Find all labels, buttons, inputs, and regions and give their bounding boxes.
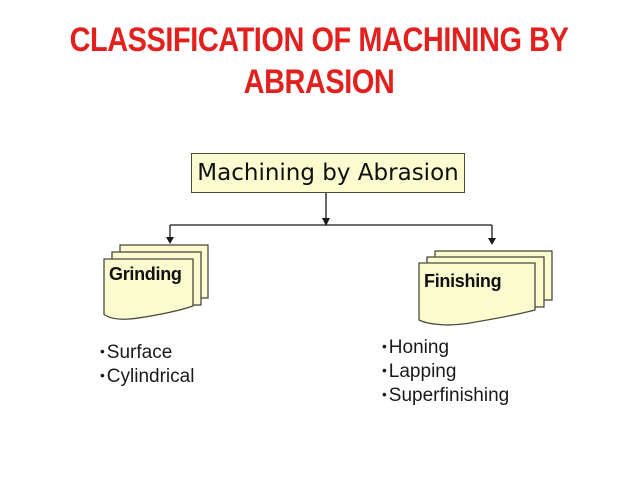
list-item: Cylindrical xyxy=(100,365,195,389)
list-item: Lapping xyxy=(382,360,509,384)
root-node-label: Machining by Abrasion xyxy=(197,160,459,186)
branch-label-grinding: Grinding xyxy=(109,264,182,284)
grinding-sheet-front xyxy=(103,258,194,320)
list-item: Surface xyxy=(100,341,194,365)
finishing-stack-shape xyxy=(418,250,553,326)
finishing-sheet-front xyxy=(418,262,536,326)
slide-title: CLASSIFICATION OF MACHINING BY ABRASION xyxy=(48,19,590,103)
title-line-2: ABRASION xyxy=(243,63,395,101)
branch-label-finishing: Finishing xyxy=(424,271,502,291)
title-line-1: CLASSIFICATION OF MACHINING BY xyxy=(69,21,569,59)
grinding-item-list: Surface Cylindrical xyxy=(100,341,195,389)
arrow-down-right-icon xyxy=(488,238,496,245)
finishing-item-list: Honing Lapping Superfinishing xyxy=(382,336,509,408)
list-item: Superfinishing xyxy=(382,384,509,408)
list-item: Honing xyxy=(382,336,509,360)
grinding-stack-shape xyxy=(103,244,209,320)
arrow-down-center-icon xyxy=(322,218,330,226)
root-node: Machining by Abrasion xyxy=(191,153,465,193)
